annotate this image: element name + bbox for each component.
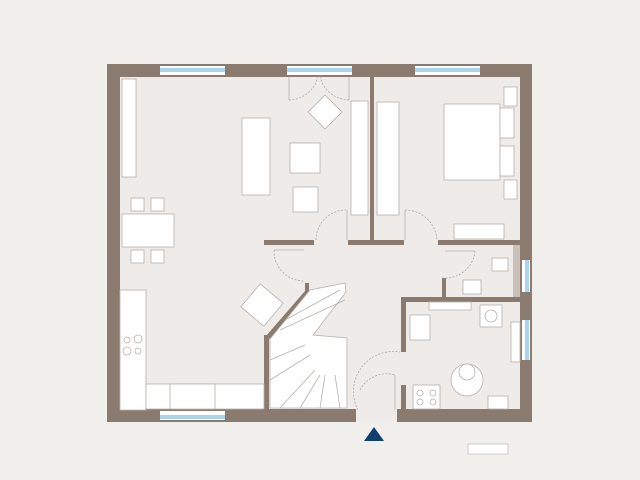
scale-bar: [467, 443, 509, 455]
sideboard: [121, 78, 137, 178]
doors: [273, 75, 476, 411]
sofa: [241, 117, 271, 196]
armchair-angled: [307, 94, 343, 130]
bed: [443, 103, 501, 181]
interior-walls: [264, 77, 520, 411]
windows: [160, 66, 530, 420]
wardrobe-left: [350, 100, 369, 216]
coffee-table: [289, 142, 321, 174]
stove: [412, 384, 441, 410]
toilet: [491, 257, 509, 272]
armchair: [292, 186, 319, 213]
wardrobe-right: [376, 101, 400, 216]
sink: [169, 383, 216, 410]
dresser: [453, 223, 505, 240]
dining-table: [121, 213, 175, 248]
small-dining-table: [240, 283, 284, 327]
furniture: [119, 78, 521, 411]
washbasin: [462, 279, 482, 295]
staircase: [269, 282, 348, 409]
triangle-up-icon: [364, 427, 384, 441]
